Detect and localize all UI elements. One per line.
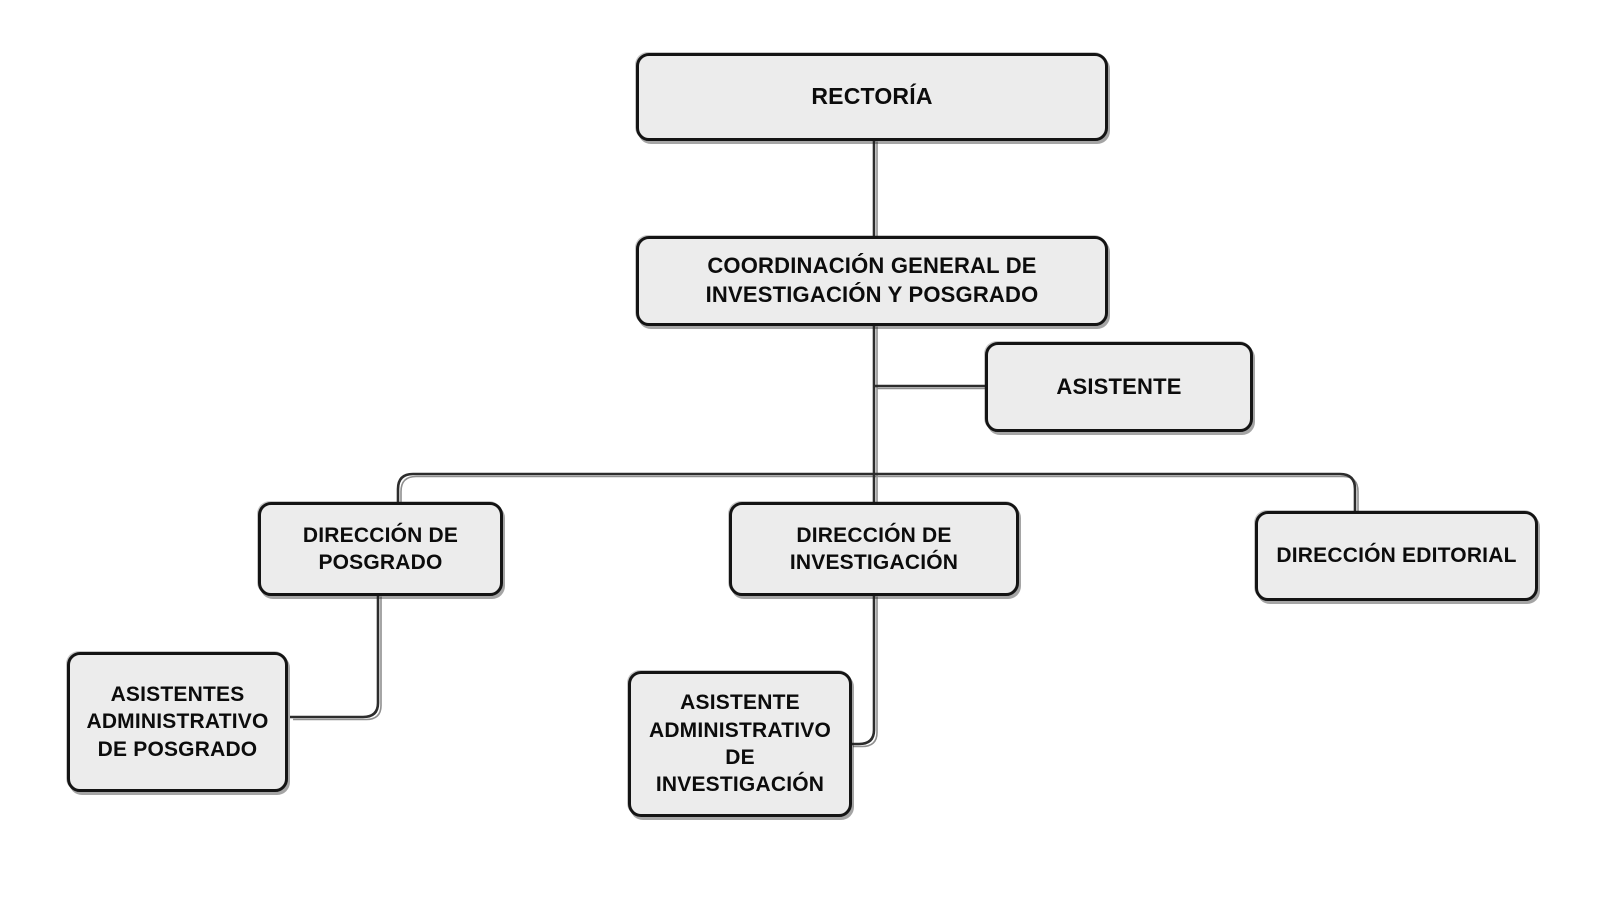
edge-investigacion-asistente (850, 594, 876, 746)
node-rectoria: RECTORÍA (636, 53, 1108, 141)
node-direccion-editorial: DIRECCIÓN EDITORIAL (1255, 511, 1538, 601)
node-direccion-investigacion: DIRECCIÓN DE INVESTIGACIÓN (729, 502, 1019, 596)
node-direccion-editorial-label: DIRECCIÓN EDITORIAL (1276, 544, 1517, 568)
node-asistente: ASISTENTE (985, 342, 1253, 432)
node-direccion-posgrado-label: DIRECCIÓN DE POSGRADO (302, 523, 459, 574)
node-asistente-administrativo-investigacion-label: ASISTENTE ADMINISTRATIVO DE INVESTIGACIÓ… (648, 691, 832, 797)
edge-distribution-bus (396, 472, 1357, 513)
connector-echoes (293, 141, 1359, 748)
connectors (290, 139, 1357, 746)
node-asistentes-administrativo-posgrado: ASISTENTES ADMINISTRATIVO DE POSGRADO (67, 652, 288, 792)
edge-posgrado-asistentes (290, 594, 380, 719)
node-direccion-investigacion-label: DIRECCIÓN DE INVESTIGACIÓN (789, 523, 959, 574)
node-rectoria-label: RECTORÍA (811, 83, 933, 110)
node-asistente-administrativo-investigacion: ASISTENTE ADMINISTRATIVO DE INVESTIGACIÓ… (628, 671, 852, 817)
node-direccion-posgrado: DIRECCIÓN DE POSGRADO (258, 502, 503, 596)
node-coordinacion-general: COORDINACIÓN GENERAL DE INVESTIGACIÓN Y … (636, 236, 1108, 326)
node-asistente-label: ASISTENTE (1056, 373, 1182, 399)
node-coordinacion-general-label: COORDINACIÓN GENERAL DE INVESTIGACIÓN Y … (705, 253, 1039, 307)
node-asistentes-administrativo-posgrado-label: ASISTENTES ADMINISTRATIVO DE POSGRADO (86, 683, 269, 761)
